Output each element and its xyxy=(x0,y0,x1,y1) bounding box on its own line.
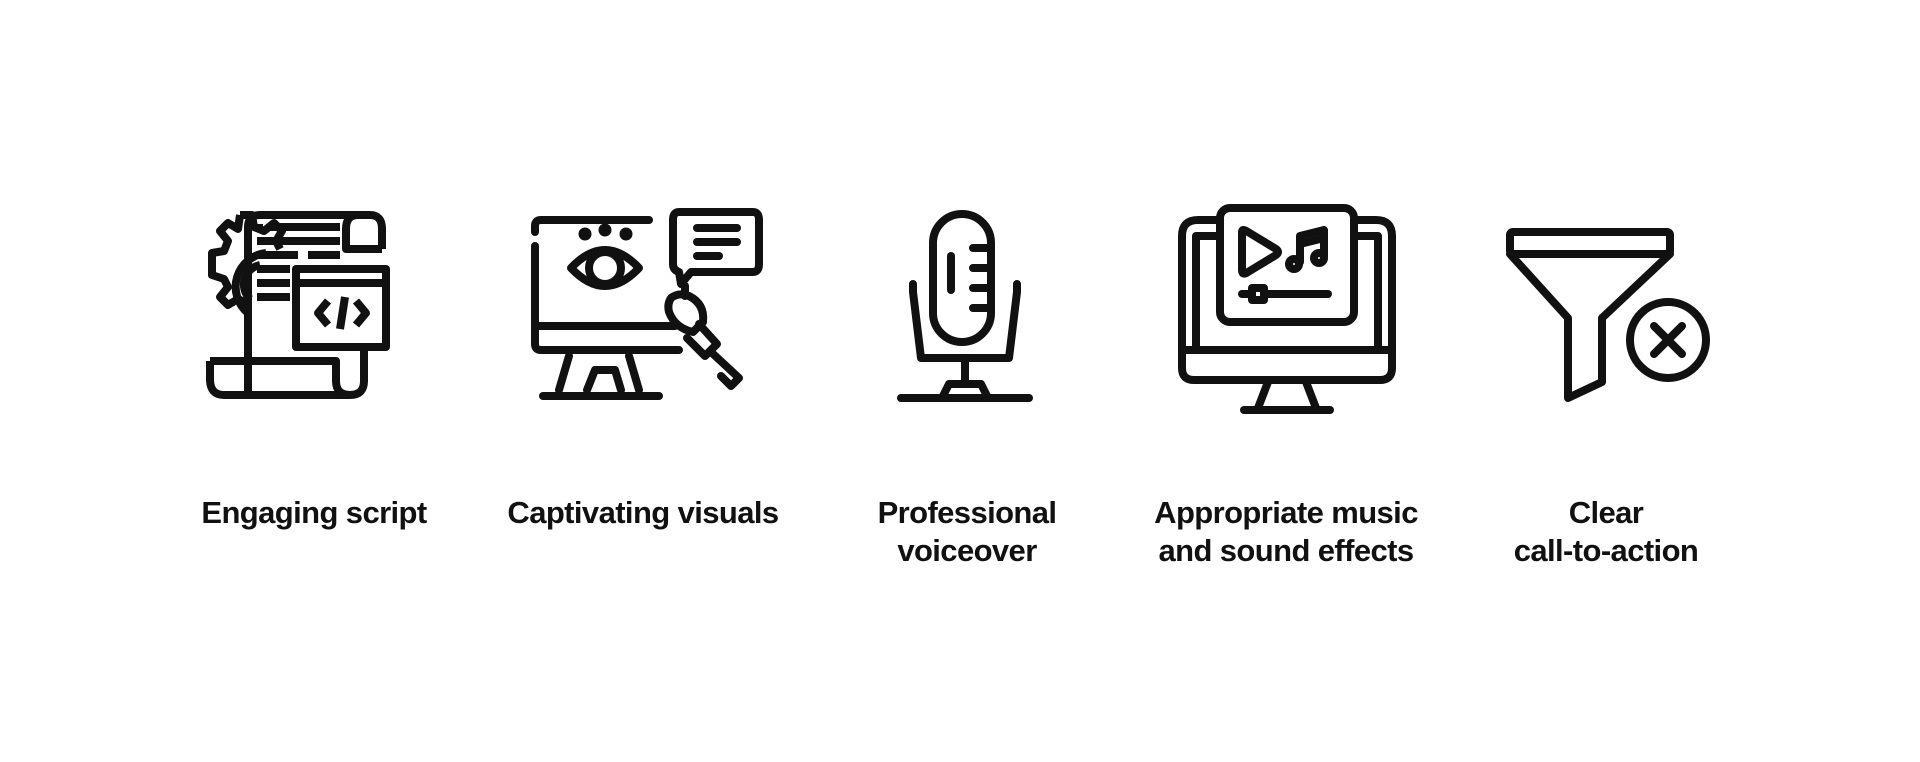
feature-label: Captivating visuals xyxy=(507,495,779,530)
feature-label: Professional voiceover xyxy=(877,495,1057,568)
feature-engaging-script: Engaging script xyxy=(164,0,464,762)
monitor-eye-brush-icon xyxy=(529,204,765,416)
monitor-media-player-icon xyxy=(1176,202,1398,416)
funnel-cancel-icon xyxy=(1504,226,1712,406)
feature-label: Clear call-to-action xyxy=(1513,495,1699,568)
feature-label: Engaging script xyxy=(201,495,427,530)
feature-clear-cta: Clear call-to-action xyxy=(1456,0,1756,762)
feature-label: Appropriate music and sound effects xyxy=(1154,495,1418,568)
feature-appropriate-music: Appropriate music and sound effects xyxy=(1136,0,1436,762)
feature-captivating-visuals: Captivating visuals xyxy=(493,0,793,762)
feature-professional-voiceover: Professional voiceover xyxy=(817,0,1117,762)
microphone-icon xyxy=(893,208,1037,408)
script-code-gear-icon xyxy=(200,195,426,421)
